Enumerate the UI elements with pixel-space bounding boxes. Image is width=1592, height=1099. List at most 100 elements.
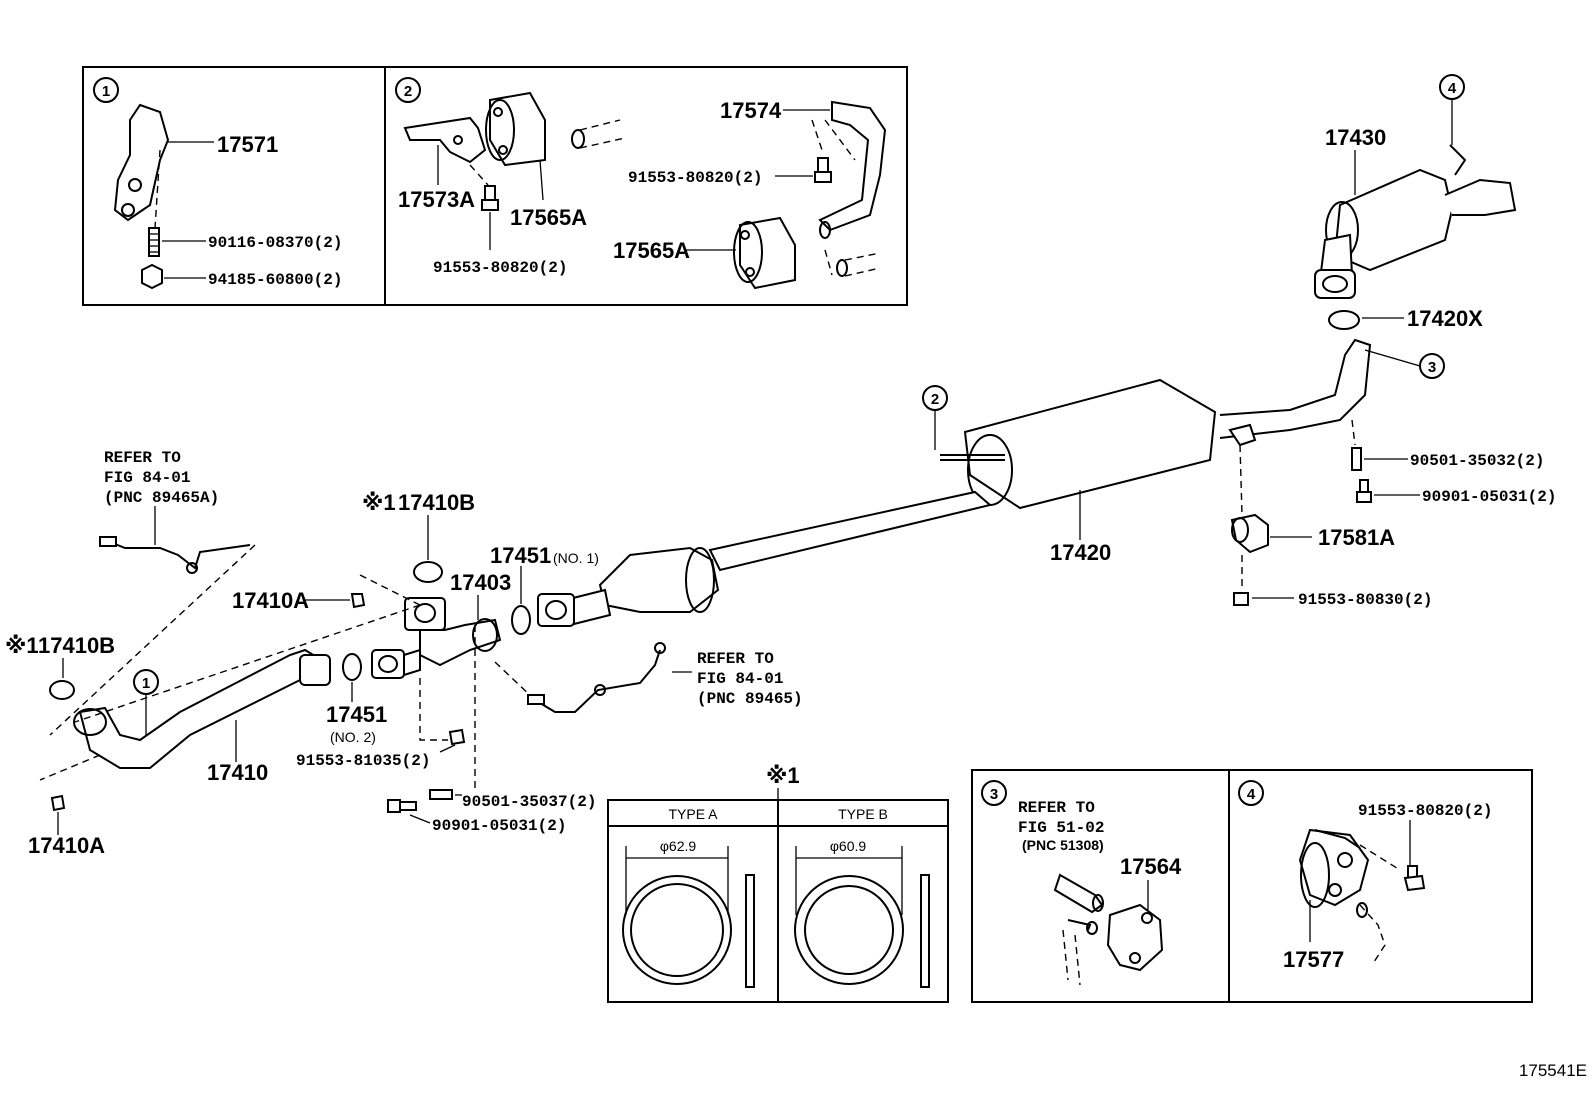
gasket-type-table: TYPE A TYPE B φ62.9 φ60.9 <box>607 799 949 1003</box>
part-label-91553-80820-box2a: 91553-80820(2) <box>433 259 567 277</box>
part-label-17410B-top: 17410B <box>398 490 475 515</box>
tail-muffler-17430: 4 <box>1314 74 1517 299</box>
bolt-90901-05031-right <box>1356 479 1372 503</box>
part-label-90501-35037: 90501-35037(2) <box>462 793 596 811</box>
hanger-17577 <box>1298 828 1370 908</box>
bolt-91553-box2-right <box>814 157 832 183</box>
part-label-90901-05031-right: 90901-05031(2) <box>1422 488 1556 506</box>
detail-box-1: 1 17571 90116-08370(2) 94185-60800(2) <box>82 66 386 306</box>
bolt-91553-box4 <box>1403 865 1426 892</box>
gasket-17451-no2 <box>342 653 362 681</box>
stud-90501-35032 <box>1351 447 1362 471</box>
nut-17410A-top <box>350 593 366 609</box>
front-pipe-17410 <box>73 648 332 769</box>
center-pipe <box>708 490 993 572</box>
type-b-diameter: φ60.9 <box>830 838 867 854</box>
front-pipe-17403 <box>371 597 502 679</box>
gasket-17410B-top <box>413 561 443 583</box>
note-marker-17410B-left: ※1 <box>5 633 39 658</box>
nut-17410A-bottom <box>50 794 66 812</box>
type-b-label: TYPE B <box>838 806 888 822</box>
part-label-91553-80830: 91553-80830(2) <box>1298 591 1432 609</box>
part-label-17420: 17420 <box>1050 540 1111 565</box>
refer-upper-line1: REFER TO <box>104 449 181 467</box>
callout-number: 4 <box>1448 80 1457 97</box>
muffler-hanger-bracket <box>1228 423 1257 447</box>
figure-id: 175541E <box>1519 1061 1587 1080</box>
bracket-17573A <box>403 116 487 164</box>
bolt-90901-05031-left <box>387 799 417 813</box>
part-label-90501-35032: 90501-35032(2) <box>1410 452 1544 470</box>
note-marker-17410B-top: ※1 <box>362 490 396 515</box>
part-label-17564: 17564 <box>1120 854 1182 879</box>
part-label-17577: 17577 <box>1283 947 1344 972</box>
refer-upper-line3: (PNC 89465A) <box>104 489 219 507</box>
gasket-17410B-left <box>49 680 75 700</box>
refer-upper-line2: FIG 84-01 <box>104 469 190 487</box>
callout-number: 2 <box>404 83 412 100</box>
muffler-flange <box>1314 269 1356 299</box>
part-label-17430: 17430 <box>1325 125 1386 150</box>
note-marker-type-box: ※1 <box>766 763 800 788</box>
part-label-90116-08370: 90116-08370(2) <box>208 234 342 252</box>
callout-number: 3 <box>1428 359 1436 376</box>
part-label-17581A: 17581A <box>1318 525 1395 550</box>
stud-90501-35037 <box>429 789 453 800</box>
part-label-17410B-left: 17410B <box>38 633 115 658</box>
part-label-94185-60800: 94185-60800(2) <box>208 271 342 289</box>
refer-lower-line2: FIG 84-01 <box>697 670 783 688</box>
nut-94185 <box>141 263 163 290</box>
refer-box3-line3: (PNC 51308) <box>1022 837 1104 853</box>
refer-lower-line1: REFER TO <box>697 650 774 668</box>
callout-circle-1 <box>93 77 119 103</box>
main-muffler-17420 <box>708 338 1372 572</box>
part-label-91553-80820-box4: 91553-80820(2) <box>1358 802 1492 820</box>
callout-number: 2 <box>931 391 939 408</box>
part-label-17573A: 17573A <box>398 187 475 212</box>
part-label-90901-05031-left: 90901-05031(2) <box>432 817 566 835</box>
hanger-17565A-top <box>485 91 546 167</box>
part-label-17571: 17571 <box>217 132 278 157</box>
gasket-17451-no1 <box>511 605 531 635</box>
part-label-17420X: 17420X <box>1407 306 1483 331</box>
part-label-17451-no1: 17451 <box>490 543 551 568</box>
part-label-17451-no2: 17451 <box>326 702 387 727</box>
hanger-17564 <box>1053 873 1164 986</box>
o2-sensor-upper <box>99 536 251 574</box>
callout-number: 1 <box>142 675 150 692</box>
type-a-diameter: φ62.9 <box>660 838 697 854</box>
part-label-17574: 17574 <box>720 98 782 123</box>
part-label-17565A-top: 17565A <box>510 205 587 230</box>
detail-box-3-4: 3 4 REFER TO FIG 51-02 (PNC 51308) 17564… <box>971 769 1533 1003</box>
bolt-91553-80830 <box>1233 592 1249 606</box>
callout-number: 3 <box>990 786 998 803</box>
pipe-stub-top <box>571 119 626 149</box>
catalytic-converter <box>537 546 720 627</box>
type-b-gasket: φ60.9 <box>794 838 930 988</box>
part-label-17451-no2-sub: (NO. 2) <box>330 729 376 745</box>
part-label-17410A-bottom: 17410A <box>28 833 105 858</box>
hanger-17581A <box>1230 513 1269 554</box>
type-a-gasket: φ62.9 <box>622 838 755 988</box>
hanger-17565A-mid <box>733 216 796 290</box>
part-label-17410: 17410 <box>207 760 268 785</box>
part-label-17403: 17403 <box>450 570 511 595</box>
part-label-91553-80820-box2b: 91553-80820(2) <box>628 169 762 187</box>
part-label-17451-no1-sub: (NO. 1) <box>553 550 599 566</box>
gasket-17420X <box>1328 310 1360 330</box>
o2-sensor-lower <box>527 642 666 713</box>
callout-circle-2 <box>395 77 421 103</box>
part-label-17410A-top: 17410A <box>232 588 309 613</box>
bolt-91553-box2-left <box>481 185 499 211</box>
part-label-17565A-mid: 17565A <box>613 238 690 263</box>
type-a-label: TYPE A <box>668 806 718 822</box>
bracket-17574 <box>818 100 887 232</box>
refer-box3-line1: REFER TO <box>1018 799 1095 817</box>
stud-bolt-90116 <box>148 227 160 257</box>
callout-number: 1 <box>102 83 110 100</box>
bracket-17571 <box>113 103 170 222</box>
refer-box3-line2: FIG 51-02 <box>1018 819 1104 837</box>
detail-box-2: 2 17573A 17565A 91553-80820(2) 17574 <box>384 66 908 306</box>
refer-lower-line3: (PNC 89465) <box>697 690 803 708</box>
